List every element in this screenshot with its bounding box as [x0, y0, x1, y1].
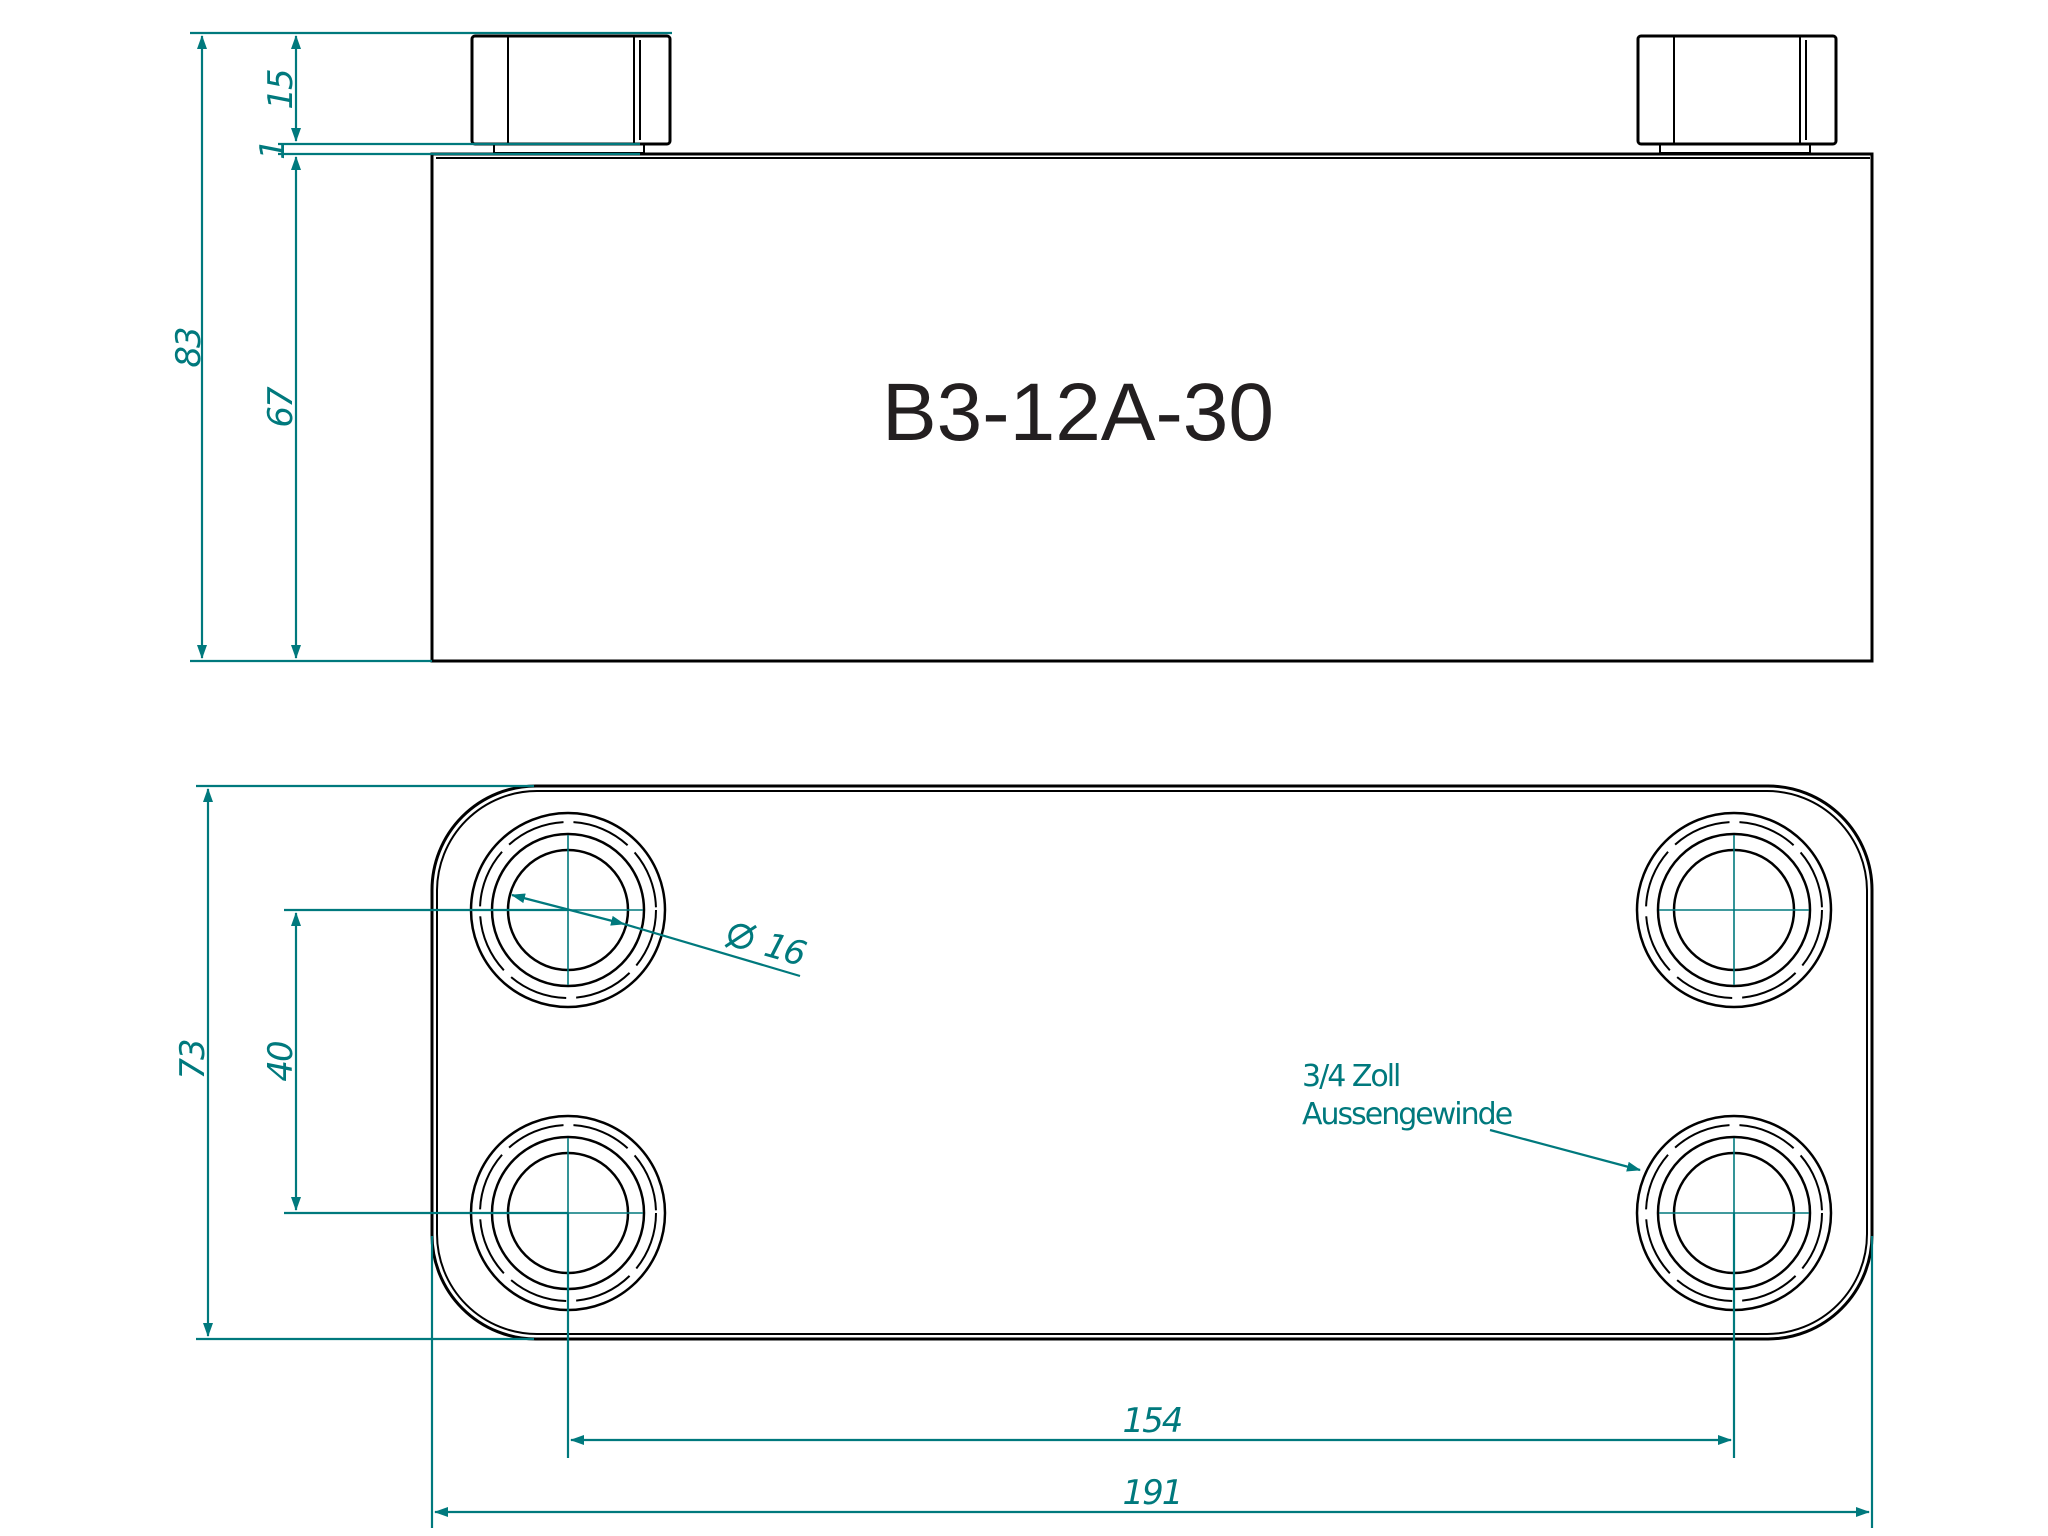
svg-text:3/4 Zoll: 3/4 Zoll: [1302, 1059, 1399, 1094]
dim-body-height: 67: [261, 386, 301, 428]
side-view: B3-12A-30 83 15 1 67: [169, 31, 1874, 663]
dim-port-spacing-horizontal: 154: [1123, 1401, 1182, 1441]
port-top-right: [1635, 811, 1833, 1009]
thread-annotation: 3/4 Zoll Aussengewinde: [1302, 1059, 1641, 1172]
connection-right-side: [1636, 34, 1838, 154]
model-label: B3-12A-30: [882, 367, 1274, 458]
dim-total-height: 83: [169, 328, 209, 368]
dim-port-spacing-vertical: 40: [261, 1042, 301, 1082]
front-view: 73 40 16 3/4 Zoll Aussengewinde 154 191: [173, 784, 1874, 1528]
svg-text:Aussengewinde: Aussengewinde: [1302, 1097, 1512, 1132]
plate-outline: [430, 784, 1874, 1341]
exchanger-body: [430, 152, 1874, 663]
dim-port-diameter-line: [511, 893, 625, 926]
dim-connection-height: 15: [261, 70, 301, 110]
dim-gap: 1: [253, 140, 293, 160]
dim-plate-height: 73: [173, 1040, 213, 1080]
dim-plate-width: 191: [1123, 1473, 1182, 1513]
connection-left-side: [470, 34, 672, 154]
